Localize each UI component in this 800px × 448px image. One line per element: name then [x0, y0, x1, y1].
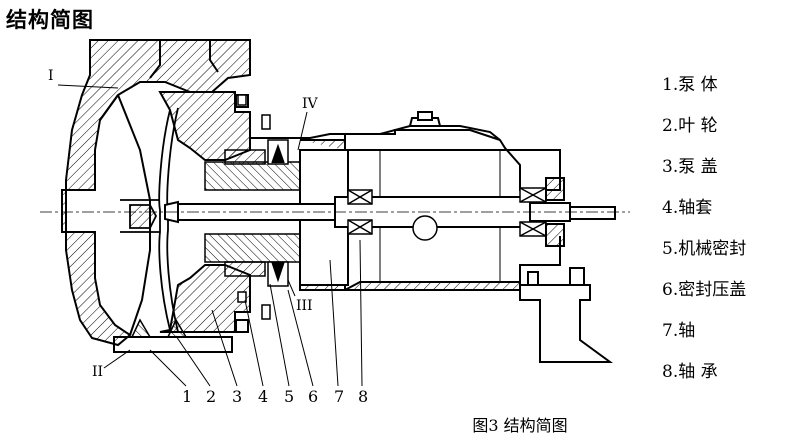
bearing-cover: [545, 177, 565, 247]
callout-2: 2: [206, 387, 216, 406]
shaft: [40, 196, 630, 228]
legend-item: 3.泵 盖: [662, 157, 718, 177]
callout-8: 8: [358, 387, 368, 406]
support-foot: [519, 267, 614, 363]
legend-item: 7.轴: [662, 321, 696, 341]
callout-3: 3: [232, 387, 242, 406]
callout-I: I: [48, 68, 54, 84]
page-title: 结构简图: [6, 8, 94, 32]
callout-1: 1: [182, 387, 192, 406]
legend-item: 2.叶 轮: [662, 116, 718, 136]
cover-bolts: [237, 94, 271, 320]
pump-foot: [113, 336, 233, 353]
impeller: [120, 107, 179, 333]
callout-5: 5: [284, 387, 294, 406]
figure-caption: 图3 结构简图: [0, 412, 800, 436]
callout-II: II: [92, 364, 103, 380]
leader-lines: [57, 84, 363, 387]
roman-callouts: I II III IV: [48, 68, 319, 380]
callout-6: 6: [308, 387, 318, 406]
legend-item: 1.泵 体: [662, 75, 718, 95]
mechanical-seal: [204, 139, 306, 287]
callout-III: III: [296, 298, 313, 314]
number-callouts: 1 2 3 4 5 6 7 8: [182, 387, 368, 406]
callout-7: 7: [334, 387, 344, 406]
legend-item: 6.密封压盖: [662, 280, 747, 300]
legend-item: 4.轴套: [662, 198, 713, 218]
callout-4: 4: [258, 387, 268, 406]
figure-caption-text: 图3 结构简图: [472, 416, 568, 435]
legend-item: 5.机械密封: [662, 239, 747, 259]
legend-item: 8.轴 承: [662, 362, 718, 382]
callout-IV: IV: [302, 96, 319, 112]
bearings: [347, 187, 547, 241]
